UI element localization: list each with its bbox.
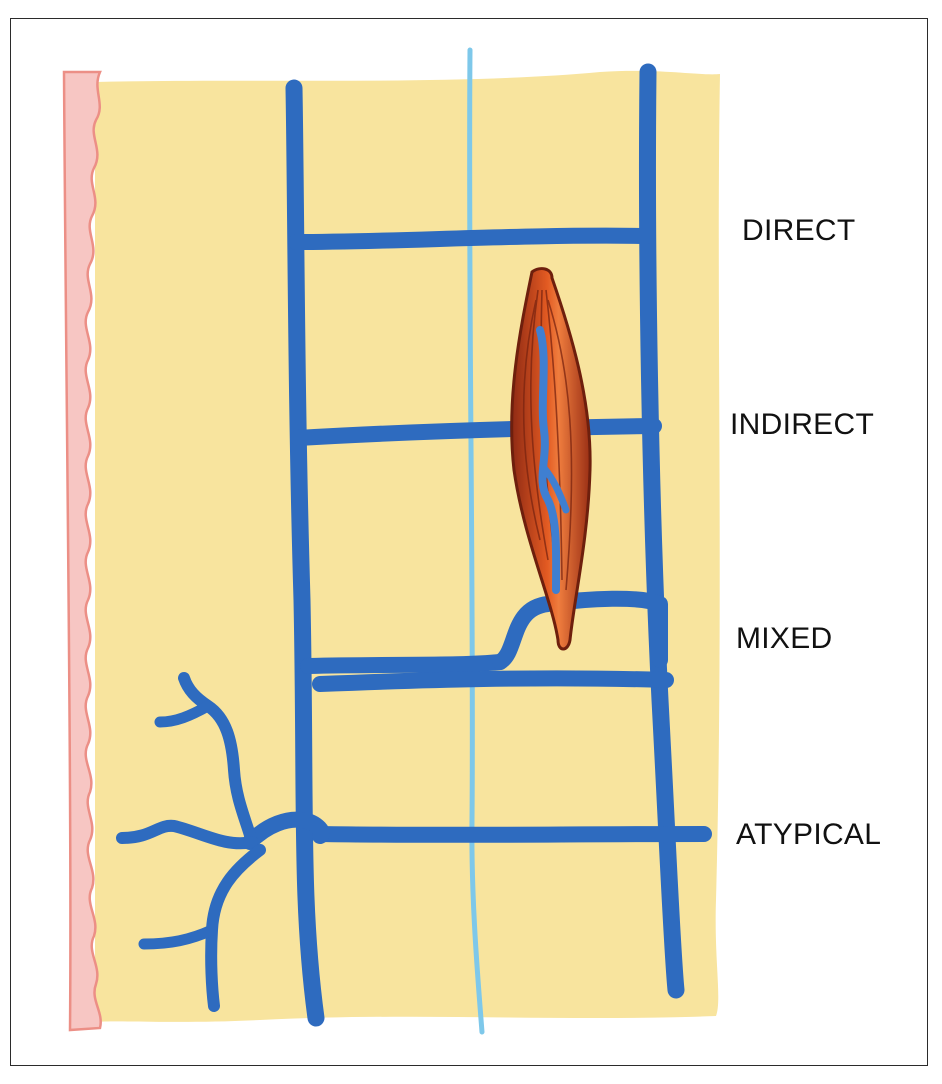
muscle-fibers bbox=[522, 289, 573, 591]
intramuscular-vessel-branch bbox=[540, 464, 570, 514]
atypical-branch-upper bbox=[178, 672, 258, 848]
subcutaneous-tissue bbox=[95, 70, 720, 1023]
label-direct: DIRECT bbox=[742, 214, 856, 247]
indirect-connector bbox=[290, 418, 662, 446]
atypical-branch-lower-twig bbox=[138, 924, 218, 950]
label-atypical: ATYPICAL bbox=[736, 818, 882, 851]
mixed-lower-connector bbox=[300, 654, 508, 674]
muscle bbox=[510, 267, 592, 651]
direct-connector bbox=[288, 227, 656, 250]
label-indirect: INDIRECT bbox=[730, 408, 875, 441]
atypical-hub bbox=[242, 811, 330, 850]
left-longitudinal-vessel bbox=[285, 79, 325, 1027]
atypical-branch-upper-twig bbox=[154, 700, 214, 728]
atypical-branch-left bbox=[116, 819, 258, 850]
skin-layer bbox=[62, 70, 102, 1032]
mixed-base-connector bbox=[312, 670, 674, 692]
atypical-connector bbox=[312, 826, 712, 843]
label-mixed: MIXED bbox=[736, 622, 833, 655]
